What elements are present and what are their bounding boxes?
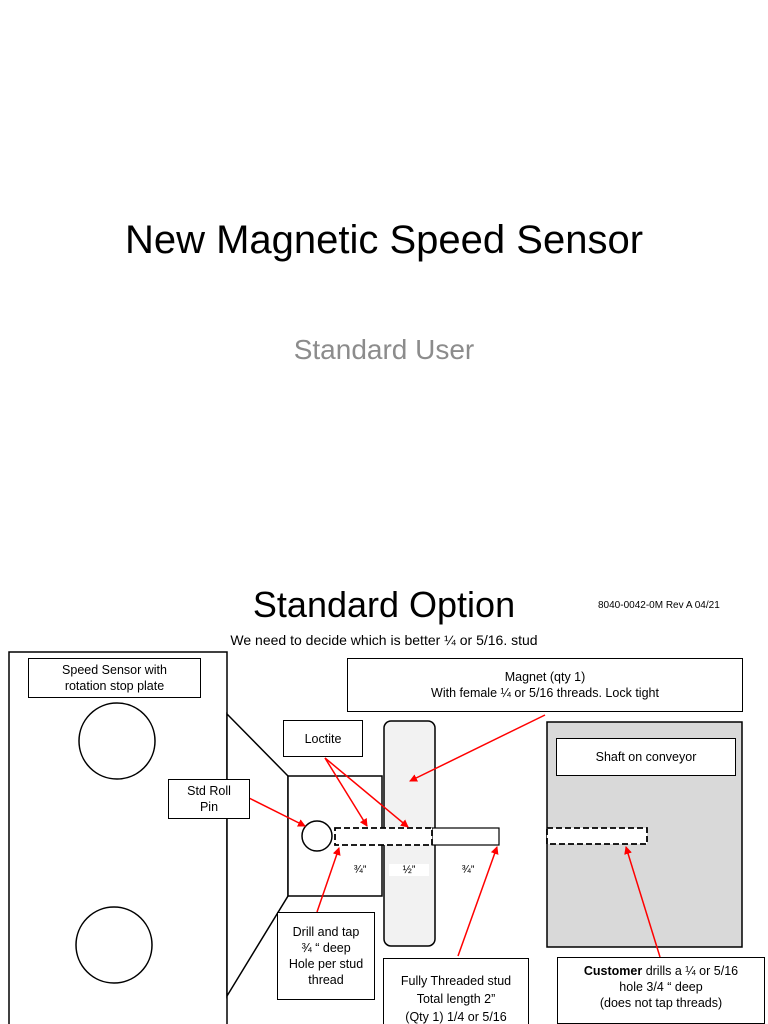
- document-number: 8040-0042-0M Rev A 04/21: [598, 600, 720, 611]
- question-text: We need to decide which is better ¼ or 5…: [230, 632, 538, 648]
- stud-label: Fully Threaded stud Total length 2” (Qty…: [383, 958, 529, 1024]
- customer-arrow: [624, 846, 661, 958]
- slide-title: New Magnetic Speed Sensor: [124, 218, 644, 262]
- customer-label-line2: hole 3/4 “ deep: [619, 980, 703, 994]
- stud-label-line2: Total length 2”: [416, 992, 496, 1006]
- mounting-hole-top: [78, 702, 156, 780]
- customer-label-line3: (does not tap threads): [599, 996, 723, 1010]
- slide-title-text: Standard Option: [252, 584, 516, 625]
- customer-label-line1: Customer drills a ¼ or 5/16: [584, 963, 738, 979]
- shaft-label: Shaft on conveyor: [556, 738, 736, 776]
- slide-subtitle: Standard User: [293, 334, 475, 365]
- speed-sensor-label: Speed Sensor with rotation stop plate: [28, 658, 201, 698]
- magnet-label-line2: With female ¼ or 5/16 threads. Lock tigh…: [431, 686, 659, 700]
- stud-arrow: [457, 846, 499, 957]
- drill-tap-label: Drill and tap ¾ “ deep Hole per stud thr…: [277, 912, 375, 1000]
- drilled-hole: [546, 827, 648, 845]
- roll-pin: [301, 820, 333, 852]
- slide-title: Standard Option: [0, 584, 768, 626]
- title-slide: New Magnetic Speed Sensor Standard User: [124, 218, 644, 365]
- roll-pin-arrow: [248, 797, 306, 827]
- roll-pin-label: Std Roll Pin: [168, 779, 250, 819]
- dimension-magnet: ½”: [389, 864, 429, 876]
- customer-bold: Customer: [583, 964, 643, 978]
- dimension-block: ¾”: [340, 864, 380, 876]
- loctite-arrow-1: [324, 757, 368, 827]
- magnet-arrow: [409, 714, 546, 782]
- magnet-label: Magnet (qty 1) With female ¼ or 5/16 thr…: [347, 658, 743, 712]
- assembly-diagram: [8, 651, 743, 1024]
- standard-option-slide: Standard Option 8040-0042-0M Rev A 04/21…: [0, 576, 768, 1024]
- tapped-hole: [334, 827, 433, 846]
- magnet-label-line1: Magnet (qty 1): [504, 670, 586, 684]
- mounting-hole-bottom: [75, 906, 153, 984]
- stud-exposed: [431, 827, 500, 846]
- loctite-label: Loctite: [283, 720, 363, 757]
- stud-label-line1: Fully Threaded stud: [400, 974, 512, 988]
- customer-label: Customer drills a ¼ or 5/16 hole 3/4 “ d…: [557, 957, 765, 1024]
- dimension-exposed: ¾”: [461, 864, 475, 876]
- stud-label-line3: (Qty 1) 1/4 or 5/16: [405, 1010, 507, 1024]
- drill-tap-arrow: [316, 847, 341, 913]
- loctite-arrow-2: [324, 757, 409, 828]
- customer-label-line1-text: drills a ¼ or 5/16: [642, 964, 739, 978]
